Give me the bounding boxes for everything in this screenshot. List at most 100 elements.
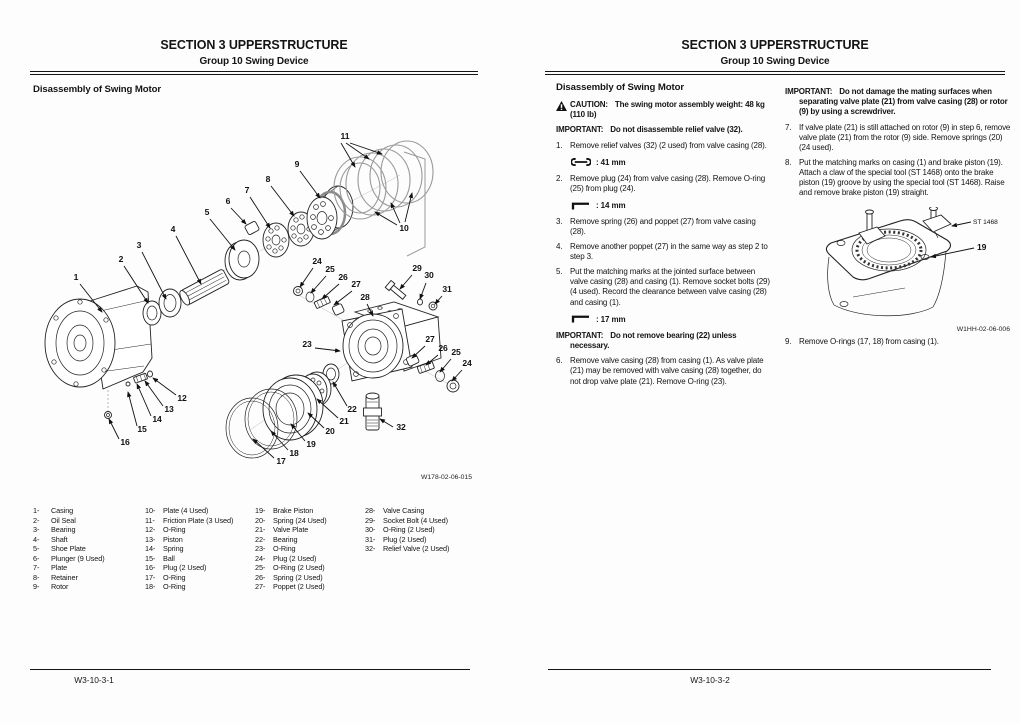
part-number: 6- — [33, 553, 40, 563]
part-callout-4: 4 — [171, 224, 176, 234]
part-number: 13- — [145, 534, 156, 544]
parts-list-item: 30-O-Ring (2 Used) — [365, 525, 477, 535]
part-shaft — [179, 269, 230, 306]
part-callout-27: 27 — [425, 334, 435, 344]
callout-arrow — [127, 391, 138, 427]
part-callout-13: 13 — [164, 404, 174, 414]
part-number: 2- — [33, 515, 40, 525]
part-callout-25: 25 — [451, 347, 461, 357]
warning-icon — [556, 100, 567, 111]
parts-list-item: 17- O-Ring — [145, 573, 255, 583]
page-number: W3-10-3-1 — [74, 675, 114, 685]
part-callout-31: 31 — [442, 284, 452, 294]
callout-arrow — [314, 347, 341, 353]
part-label: Plug (2 Used) — [383, 534, 427, 544]
bracket-panel — [403, 151, 426, 257]
callout-arrow — [270, 185, 295, 217]
footer-rule — [30, 669, 470, 670]
part-callout-29: 29 — [412, 263, 422, 273]
part-plunger — [244, 221, 260, 235]
part-callout-23: 23 — [302, 339, 312, 349]
callout-arrow — [209, 218, 236, 251]
parts-list-column: 10-Plate (4 Used)11-Friction Plate (3 Us… — [145, 506, 255, 592]
part-number: 29- — [365, 515, 376, 525]
part-label: Plate (4 Used) — [163, 506, 209, 515]
callout-arrow — [439, 358, 452, 373]
tool-size-text: : 14 mm — [596, 201, 626, 211]
parts-list-item: 4-Shaft — [33, 535, 145, 545]
part-number: 23- — [255, 544, 266, 553]
callout-arrow — [307, 412, 325, 429]
parts-list-item: 31-Plug (2 Used) — [365, 535, 477, 545]
page-left: SECTION 3 UPPERSTRUCTURE Group 10 Swing … — [30, 0, 478, 724]
part-number: 7- — [33, 563, 40, 572]
part-callout-19: 19 — [977, 242, 987, 252]
step-text: Remove plug (24) from valve casing (28).… — [570, 173, 766, 194]
callout-arrow — [144, 380, 164, 407]
parts-list-item: 8- Retainer — [33, 573, 145, 583]
part-number: 26- — [255, 572, 266, 582]
caution-text: The swing motor assembly weight: 48 kg (… — [570, 100, 765, 120]
parts-list-item: 28-Valve Casing — [365, 506, 477, 516]
part-callout-24: 24 — [462, 358, 472, 368]
part-label: Shaft — [51, 534, 68, 544]
important-note: IMPORTANT:Do not damage the mating surfa… — [785, 87, 1013, 118]
callout-arrow — [345, 142, 370, 160]
part-number: 9- — [33, 582, 40, 591]
part-label: Valve Casing — [383, 506, 425, 515]
callout-arrow — [379, 418, 394, 428]
procedure-step-3: 3.Remove spring (26) and poppet (27) fro… — [556, 217, 771, 237]
tool-size-text: : 41 mm — [596, 157, 626, 167]
special-tool-st1468 — [858, 205, 952, 245]
part-number: 22- — [255, 534, 266, 544]
page-number: W3-10-3-2 — [690, 675, 730, 685]
callout-arrow — [390, 202, 401, 224]
procedure-step-6: 6.Remove valve casing (28) from casing (… — [556, 356, 771, 387]
exploded-diagram: 1234567891110242526272829303123272625242… — [44, 131, 472, 466]
part-label: Plug (2 Used) — [273, 553, 317, 563]
part-label: O-Ring — [163, 572, 186, 582]
callout-arrow — [290, 423, 306, 442]
part-label: Retainer — [51, 572, 78, 582]
part-brake-piston — [262, 374, 324, 441]
part-label: Bearing — [51, 525, 76, 534]
step-number: 9. — [785, 337, 792, 347]
tool-figure: ST 1468 19 W1HH-02-06-006 — [805, 205, 1010, 333]
part-label: Casing — [51, 506, 74, 515]
step-number: 3. — [556, 217, 563, 227]
tool-label: ST 1468 — [973, 219, 998, 226]
callout-arrow — [404, 192, 414, 223]
part-callout-16: 16 — [120, 437, 130, 447]
part-casing — [44, 285, 153, 411]
part-number: 8- — [33, 572, 40, 582]
important-note: IMPORTANT:Do not disassemble relief valv… — [556, 125, 771, 135]
part-callout-10: 10 — [399, 223, 409, 233]
step-number: 6. — [556, 356, 563, 366]
callout-arrow — [434, 295, 443, 305]
page-title: SECTION 3 UPPERSTRUCTURE — [160, 38, 348, 52]
header-rule — [30, 71, 478, 76]
part-callout-14: 14 — [152, 414, 162, 424]
part-callout-26: 26 — [338, 272, 348, 282]
parts-list-item: 7-Plate — [33, 563, 145, 573]
part-number: 18- — [145, 582, 156, 591]
caution-label: CAUTION: — [570, 100, 608, 109]
page-subtitle: Group 10 Swing Device — [199, 56, 309, 67]
part-number: 24- — [255, 553, 266, 563]
wrench-icon — [571, 158, 591, 167]
part-number: 17- — [145, 572, 156, 582]
callout-arrow — [340, 142, 356, 168]
parts-list-item: 22-Bearing — [255, 535, 365, 545]
important-text: Do not damage the mating surfaces when s… — [799, 87, 1008, 117]
section-heading: Disassembly of Swing Motor — [33, 84, 162, 96]
part-label: Spring (2 Used) — [273, 572, 323, 582]
parts-list-item: 18-O-Ring — [145, 582, 255, 592]
parts-list-item: 26- Spring (2 Used) — [255, 573, 365, 583]
part-number: 14- — [145, 544, 156, 553]
callout-arrow — [399, 274, 413, 290]
part-callout-3: 3 — [137, 240, 142, 250]
